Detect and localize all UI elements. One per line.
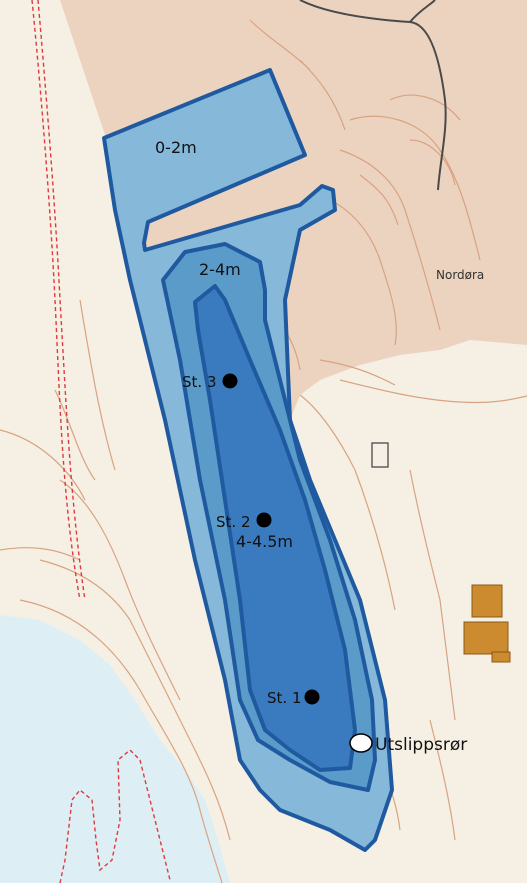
building [471, 584, 503, 618]
station-2-marker[interactable] [256, 512, 272, 528]
station-3-label: St. 3 [182, 373, 216, 391]
station-1-label: St. 1 [267, 689, 301, 707]
small-structure [371, 442, 389, 468]
depth-label-deep: 4-4.5m [236, 532, 293, 551]
station-1-marker[interactable] [304, 689, 320, 705]
station-2-label: St. 2 [216, 513, 250, 531]
buildings [463, 584, 511, 663]
station-3-marker[interactable] [222, 373, 238, 389]
road-lines [299, 0, 447, 191]
depth-zone-deep [193, 284, 357, 772]
depth-label-mid: 2-4m [199, 260, 241, 279]
place-name-label: Nordøra [436, 268, 484, 282]
depth-label-shallow: 0-2m [155, 138, 197, 157]
building [463, 621, 509, 655]
outfall-marker[interactable] [349, 733, 373, 753]
trail-path [31, 0, 171, 883]
building [491, 651, 511, 663]
outfall-label: Utslippsrør [375, 735, 467, 755]
water-area [0, 615, 230, 883]
